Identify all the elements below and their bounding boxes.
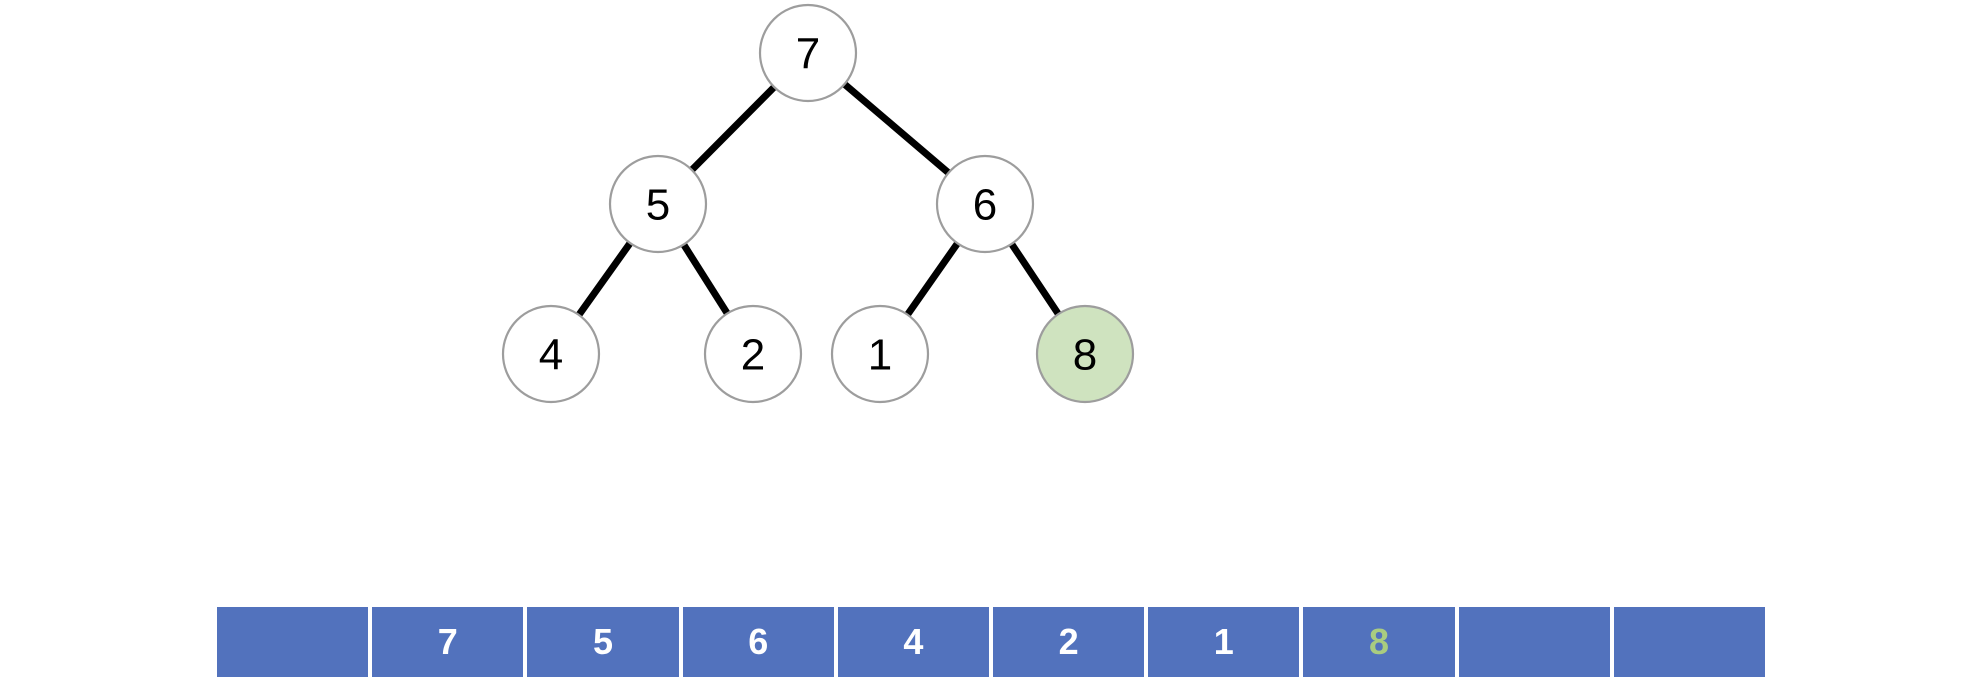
tree-node-8[interactable]: 8 [1035, 304, 1135, 404]
array-cell-value: 2 [1058, 621, 1079, 662]
tree-node-5[interactable]: 5 [608, 154, 708, 254]
tree-node-layer: 7 5 6 4 2 1 8 [501, 3, 1135, 404]
tree-node-1[interactable]: 1 [830, 304, 930, 404]
array-cell-6[interactable]: 1 [1148, 607, 1300, 677]
tree-node-label: 4 [539, 331, 563, 380]
tree-node-label: 6 [973, 181, 997, 230]
tree-node-2[interactable]: 2 [703, 304, 803, 404]
array-cell-5[interactable]: 2 [993, 607, 1145, 677]
array-cell-9[interactable] [1613, 607, 1766, 677]
tree-node-label: 7 [796, 30, 820, 79]
tree-node-6[interactable]: 6 [935, 154, 1035, 254]
array-cell-value: 1 [1213, 621, 1234, 662]
tree-node-label: 1 [868, 331, 892, 380]
array-cell-4[interactable]: 4 [837, 607, 990, 677]
tree-node-circle[interactable] [758, 3, 858, 103]
tree-node-circle[interactable] [703, 304, 803, 404]
tree-node-circle[interactable] [935, 154, 1035, 254]
tree-edge [689, 84, 777, 173]
tree-edge-layer [576, 81, 1062, 317]
tree-node-label: 2 [741, 331, 765, 380]
array-cell-2[interactable]: 5 [527, 607, 679, 677]
array-cell-value: 8 [1369, 621, 1390, 662]
tree-node-label: 5 [646, 181, 670, 230]
tree-node-circle[interactable] [501, 304, 601, 404]
binary-tree-diagram: 7 5 6 4 2 1 8 [501, 3, 1135, 404]
tree-node-circle[interactable] [608, 154, 708, 254]
tree-edge [680, 242, 731, 316]
array-cell-0[interactable] [217, 607, 369, 677]
tree-edge [842, 81, 951, 176]
tree-node-label: 8 [1073, 331, 1097, 380]
tree-node-4[interactable]: 4 [501, 304, 601, 404]
tree-node-7[interactable]: 7 [758, 3, 858, 103]
array-cell-value: 5 [592, 621, 614, 662]
array-cell-8[interactable] [1458, 607, 1610, 677]
array-cell-1[interactable]: 7 [372, 607, 524, 677]
array-cell-value: 7 [437, 621, 458, 662]
tree-node-circle-highlighted[interactable] [1035, 304, 1135, 404]
array-cell-value: 6 [748, 621, 769, 662]
heap-array-row: 7 5 6 4 2 1 8 [217, 607, 1766, 677]
array-cell-value: 4 [903, 621, 924, 662]
tree-edge [576, 241, 633, 317]
array-cell-3[interactable]: 6 [682, 607, 834, 677]
array-cell-7[interactable]: 8 [1303, 607, 1455, 677]
tree-node-circle[interactable] [830, 304, 930, 404]
tree-edge [1008, 241, 1062, 317]
tree-edge [904, 241, 961, 317]
